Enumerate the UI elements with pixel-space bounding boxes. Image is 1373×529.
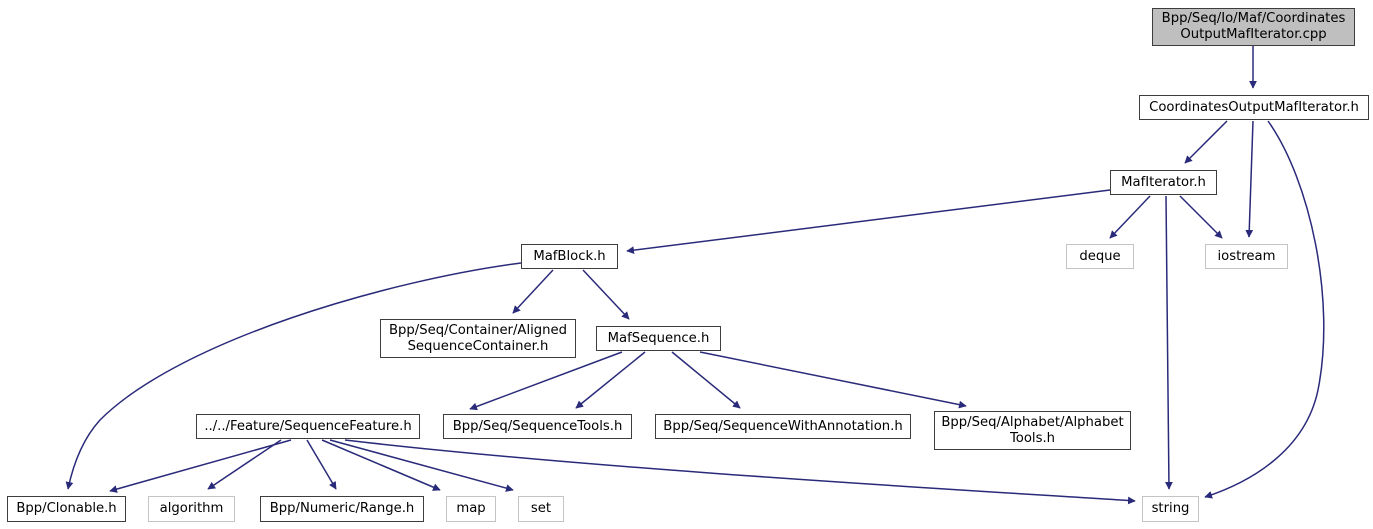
graph-node-mafblock[interactable]: MafBlock.h [521,244,618,269]
graph-node-label: deque [1079,248,1121,264]
graph-edge-seqfeature-to-set [329,439,514,492]
graph-node-label: iostream [1217,248,1276,264]
graph-edge-mafblock-to-clonable [65,262,522,490]
graph-node-label: Bpp/Seq/SequenceWithAnnotation.h [663,418,903,434]
graph-node-map[interactable]: map [446,496,496,522]
graph-node-deque[interactable]: deque [1066,244,1134,269]
graph-node-label: MafBlock.h [533,248,606,264]
graph-edge-seqfeature-to-range [306,439,337,490]
graph-node-seqannot[interactable]: Bpp/Seq/SequenceWithAnnotation.h [655,414,911,439]
graph-edge-mafiter-to-iostream [1179,195,1223,239]
graph-edge-mafseq-to-seqannot [671,351,741,409]
graph-edge-mafblock-to-mafseq [582,269,630,320]
graph-node-range[interactable]: Bpp/Numeric/Range.h [260,496,424,522]
graph-node-seqtools[interactable]: Bpp/Seq/SequenceTools.h [443,414,632,439]
graph-edge-seqfeature-to-clonable [109,439,292,493]
graph-node-clonable[interactable]: Bpp/Clonable.h [7,496,126,522]
graph-edge-mafblock-to-alignedcont [512,269,554,314]
graph-edge-mafiter-to-deque [1109,195,1151,239]
graph-node-label: set [530,501,552,517]
graph-edge-mafseq-to-alphatools [699,351,967,409]
graph-node-label: Bpp/Seq/SequenceTools.h [452,418,623,434]
graph-node-string[interactable]: string [1142,496,1199,522]
graph-node-seqfeature[interactable]: ../../Feature/SequenceFeature.h [196,414,420,439]
graph-node-mafiter[interactable]: MafIterator.h [1110,170,1217,195]
graph-node-label: ../../Feature/SequenceFeature.h [204,418,412,434]
graph-node-label: Bpp/Numeric/Range.h [269,501,415,517]
graph-node-coordh[interactable]: CoordinatesOutputMafIterator.h [1139,95,1369,120]
graph-edge-mafiter-to-string [1165,195,1173,490]
graph-edge-mafseq-to-seqtools [575,351,646,409]
graph-node-label: string [1151,501,1190,517]
graph-node-label: map [456,501,486,517]
graph-edge-seqfeature-to-map [321,439,441,491]
graph-edge-seqfeature-to-string [344,439,1136,505]
graph-edge-seqfeature-to-algorithm [207,439,282,490]
graph-node-label: MafIterator.h [1121,174,1206,190]
graph-node-algorithm[interactable]: algorithm [148,496,235,522]
graph-edge-coordh-to-mafiter [1184,120,1228,164]
graph-node-set[interactable]: set [518,496,564,522]
graph-edge-mafseq-to-seqfeature [469,351,623,411]
graph-node-mafseq[interactable]: MafSequence.h [596,326,721,351]
graph-edge-coordh-to-string [1204,120,1325,499]
graph-node-label: MafSequence.h [607,330,710,346]
graph-edge-mafiter-to-mafblock [626,189,1111,254]
graph-node-iostream[interactable]: iostream [1205,244,1288,269]
graph-node-label: Bpp/Clonable.h [16,501,117,517]
graph-node-label: CoordinatesOutputMafIterator.h [1149,99,1359,115]
graph-node-label: algorithm [159,501,224,517]
graph-edge-coordh-to-iostream [1245,120,1254,238]
